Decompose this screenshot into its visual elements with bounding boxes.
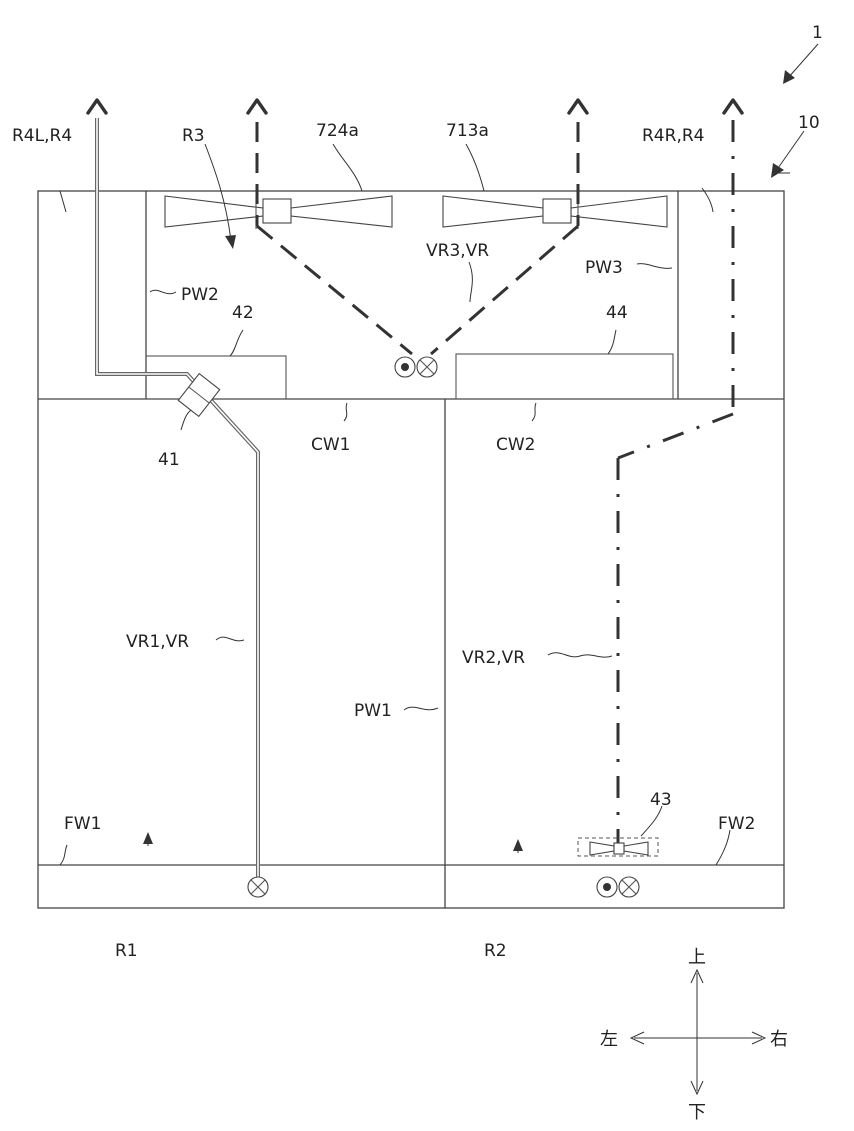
label-fw1: FW1 <box>64 814 101 834</box>
label-body-ref: 10 <box>798 113 820 133</box>
label-41: 41 <box>158 450 180 470</box>
label-44: 44 <box>606 303 628 323</box>
leader-lines <box>60 144 730 865</box>
label-43: 43 <box>650 790 672 810</box>
outer-wall <box>38 191 784 908</box>
vr2-inlet-symbols <box>597 877 639 897</box>
fan-724a <box>165 196 392 229</box>
label-r4r: R4R,R4 <box>642 126 704 146</box>
fan-713a <box>443 196 667 229</box>
label-fig-ref: 1 <box>812 23 823 43</box>
label-r4l: R4L,R4 <box>12 126 72 146</box>
label-pw3: PW3 <box>585 258 623 278</box>
label-r2: R2 <box>484 941 507 961</box>
direction-right: 右 <box>770 1029 788 1050</box>
labels: 1 10 R4L,R4 R3 724a 713a R4R,R4 VR3,VR P… <box>12 23 823 961</box>
direction-down: 下 <box>688 1102 706 1123</box>
unit-44-box <box>456 354 673 399</box>
label-pw2: PW2 <box>181 285 219 305</box>
label-cw2: CW2 <box>496 435 536 455</box>
label-42: 42 <box>232 303 254 323</box>
label-vr2: VR2,VR <box>462 648 525 668</box>
label-cw1: CW1 <box>311 435 351 455</box>
room-arrows <box>143 832 523 853</box>
label-pw1: PW1 <box>354 701 392 721</box>
label-fan-724a: 724a <box>316 121 359 141</box>
path-vr3 <box>248 100 587 354</box>
vr1-inlet-symbol <box>248 877 268 897</box>
arrow-up-icon <box>88 100 106 113</box>
direction-left: 左 <box>600 1029 618 1050</box>
arrow-up-icon <box>724 100 742 113</box>
vr3-inlet-symbols <box>395 357 437 377</box>
label-vr3: VR3,VR <box>426 241 489 261</box>
label-fan-713a: 713a <box>446 121 489 141</box>
label-vr1: VR1,VR <box>126 632 189 652</box>
direction-compass: 上 下 左 右 <box>600 947 788 1123</box>
building-walls <box>38 191 784 908</box>
arrow-up-icon <box>248 100 266 113</box>
label-r3: R3 <box>182 126 205 146</box>
arrow-up-icon <box>569 100 587 113</box>
direction-up: 上 <box>688 947 706 968</box>
label-r1: R1 <box>115 941 138 961</box>
label-fw2: FW2 <box>718 814 755 834</box>
damper-41 <box>178 374 219 417</box>
